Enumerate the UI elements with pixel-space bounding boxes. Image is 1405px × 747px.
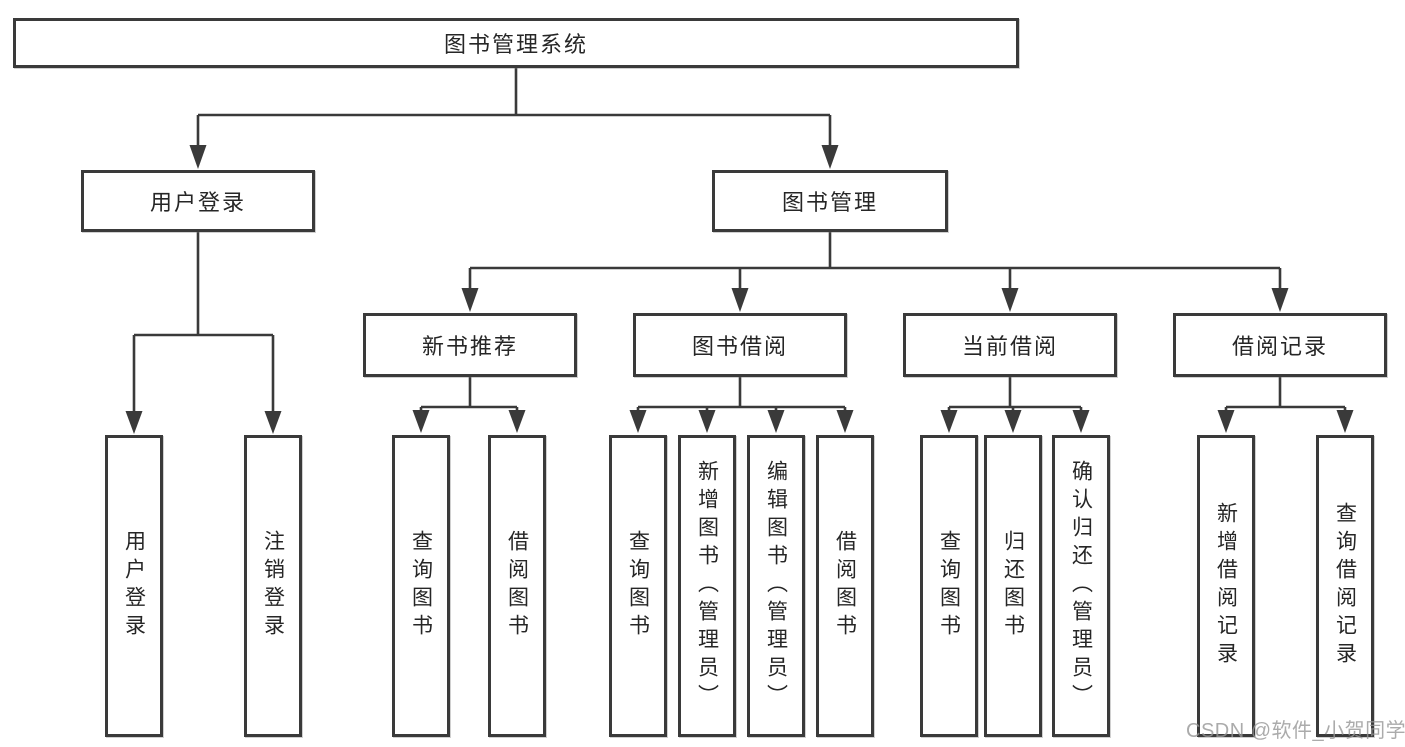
arrow-down-icon (629, 410, 647, 433)
leaf-label: 新增图书（管理员） (695, 460, 719, 712)
node-root: 图书管理系统 (13, 18, 1019, 68)
arrow-down-icon (125, 411, 143, 434)
leaf-current-return-books: 归还图书 (984, 435, 1042, 737)
arrow-down-icon (264, 411, 282, 434)
node-label: 用户登录 (149, 190, 246, 215)
node-label: 当前借阅 (961, 334, 1058, 359)
leaf-label: 查询图书 (626, 530, 650, 642)
leaf-borrow-edit-books-admin: 编辑图书（管理员） (747, 435, 805, 737)
leaf-label: 注销登录 (261, 530, 285, 642)
node-root-label: 图书管理系统 (443, 32, 588, 57)
leaf-recommend-borrow-books: 借阅图书 (488, 435, 546, 737)
node-label: 新书推荐 (421, 334, 518, 359)
node-user-login: 用户登录 (81, 170, 315, 232)
leaf-recommend-query-books: 查询图书 (392, 435, 450, 737)
connector-root-to-level2 (196, 68, 832, 147)
csdn-watermark: CSDN @软件_小贺同学 (1186, 720, 1405, 742)
node-label: 借阅记录 (1231, 334, 1328, 359)
arrow-down-icon (698, 410, 716, 433)
arrow-down-icon (1072, 410, 1090, 433)
leaf-label: 查询图书 (409, 530, 433, 642)
arrow-down-icon (1217, 410, 1235, 433)
leaf-user-login: 用户登录 (105, 435, 163, 737)
leaf-borrow-add-books-admin: 新增图书（管理员） (678, 435, 736, 737)
leaf-label: 查询借阅记录 (1333, 502, 1357, 670)
leaf-borrow-query-books: 查询图书 (609, 435, 667, 737)
leaf-label: 查询图书 (937, 530, 961, 642)
node-label: 图书借阅 (691, 334, 788, 359)
connector-book-management-to-level3 (468, 232, 1282, 290)
node-book-management: 图书管理 (712, 170, 948, 232)
arrow-down-icon (189, 145, 207, 169)
leaf-records-query-record: 查询借阅记录 (1316, 435, 1374, 737)
arrow-down-icon (821, 145, 839, 169)
node-borrow-records: 借阅记录 (1173, 313, 1387, 377)
leaf-label: 借阅图书 (505, 530, 529, 642)
leaf-label: 新增借阅记录 (1214, 502, 1238, 670)
leaf-current-confirm-return-admin: 确认归还（管理员） (1052, 435, 1110, 737)
arrow-down-icon (1001, 288, 1019, 312)
node-new-book-recommend: 新书推荐 (363, 313, 577, 377)
arrow-down-icon (1271, 288, 1289, 312)
leaf-label: 编辑图书（管理员） (764, 460, 788, 712)
connector-book-borrow-to-leaves (636, 377, 847, 411)
connector-user-login-to-leaves (132, 232, 275, 412)
connector-new-books-to-leaves (419, 377, 519, 411)
arrow-down-icon (412, 410, 430, 433)
arrow-down-icon (461, 288, 479, 312)
arrow-down-icon (731, 288, 749, 312)
node-current-borrow: 当前借阅 (903, 313, 1117, 377)
leaf-label: 用户登录 (122, 530, 146, 642)
arrow-down-icon (836, 410, 854, 433)
arrow-down-icon (1004, 410, 1022, 433)
connector-borrow-records-to-leaves (1224, 377, 1347, 411)
leaf-label: 确认归还（管理员） (1069, 460, 1093, 712)
connector-current-borrow-to-leaves (947, 377, 1083, 411)
arrow-down-icon (767, 410, 785, 433)
node-book-borrow: 图书借阅 (633, 313, 847, 377)
leaf-records-add-record: 新增借阅记录 (1197, 435, 1255, 737)
arrow-down-icon (1336, 410, 1354, 433)
leaf-current-query-books: 查询图书 (920, 435, 978, 737)
leaf-borrow-borrow-books: 借阅图书 (816, 435, 874, 737)
leaf-label: 归还图书 (1001, 530, 1025, 642)
leaf-logout-login: 注销登录 (244, 435, 302, 737)
leaf-label: 借阅图书 (833, 530, 857, 642)
node-label: 图书管理 (781, 190, 878, 215)
arrow-down-icon (508, 410, 526, 433)
arrow-down-icon (940, 410, 958, 433)
